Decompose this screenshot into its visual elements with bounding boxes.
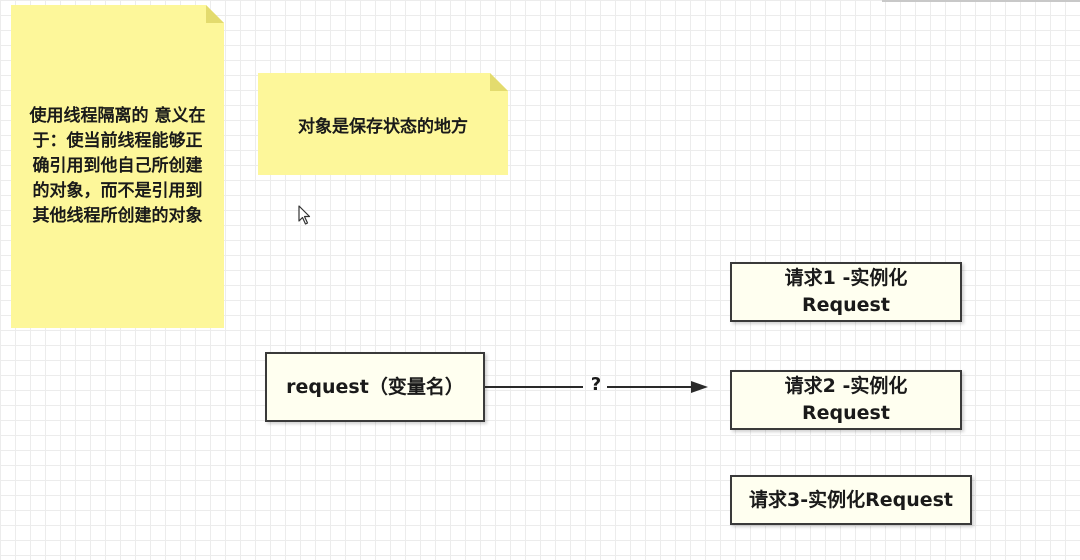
request-box-2-text: 请求2 -实例化 Request xyxy=(785,373,908,427)
variable-box-request[interactable]: request（变量名） xyxy=(265,352,485,422)
variable-box-label: request（变量名） xyxy=(286,375,464,398)
note-thread-isolation-text: 使用线程隔离的 意义在于：使当前线程能够正确引用到他自己所创建的对象，而不是引用… xyxy=(29,106,206,226)
request-box-2-line1: 请求2 -实例化 xyxy=(784,375,908,397)
note-fold-corner xyxy=(490,73,508,91)
note-fold-corner xyxy=(206,5,224,23)
request-box-1-text: 请求1 -实例化 Request xyxy=(785,265,908,319)
request-box-3[interactable]: 请求3-实例化Request xyxy=(730,475,972,525)
request-box-2-line2: Request xyxy=(802,402,890,424)
request-box-1-line1: 请求1 -实例化 xyxy=(784,267,908,289)
request-box-3-label: 请求3-实例化Request xyxy=(748,488,954,511)
note-thread-isolation[interactable]: 使用线程隔离的 意义在于：使当前线程能够正确引用到他自己所创建的对象，而不是引用… xyxy=(11,5,224,328)
request-box-2[interactable]: 请求2 -实例化 Request xyxy=(730,370,962,430)
arrow-head xyxy=(691,381,708,393)
arrow-connector[interactable] xyxy=(485,386,583,388)
window-edge-strip xyxy=(882,0,1080,2)
mouse-pointer-icon xyxy=(298,205,311,225)
request-box-1-line2: Request xyxy=(802,294,890,316)
note-object-state[interactable]: 对象是保存状态的地方 xyxy=(258,73,508,175)
arrow-label: ? xyxy=(590,374,602,395)
note-object-state-text: 对象是保存状态的地方 xyxy=(298,116,468,137)
request-box-1[interactable]: 请求1 -实例化 Request xyxy=(730,262,962,322)
arrow-connector[interactable] xyxy=(607,386,693,388)
